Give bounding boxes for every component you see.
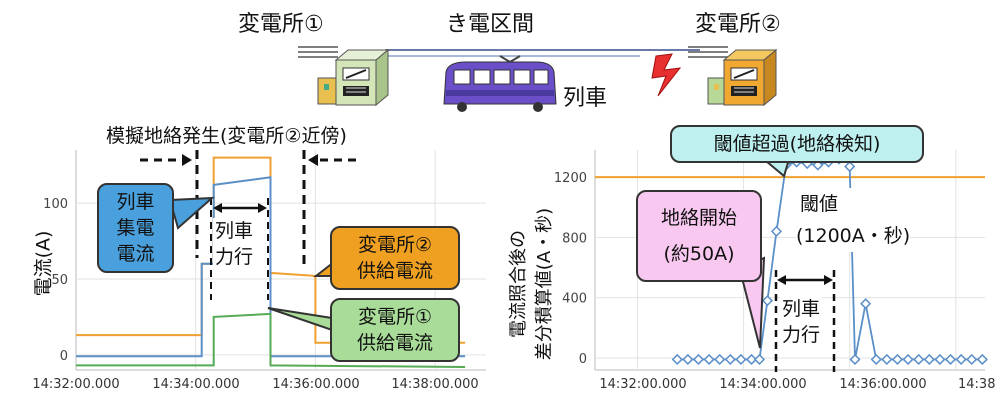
right-data-point bbox=[976, 353, 988, 366]
fault-start-callout: 地絡開始 (約50A) bbox=[636, 190, 762, 282]
left-running-label: 列車 力行 bbox=[213, 218, 256, 270]
left-y-tick: 0 bbox=[60, 349, 68, 364]
train-callout-line2: 集電 bbox=[116, 217, 155, 239]
train-current-callout: 列車 集電 電流 bbox=[97, 183, 174, 273]
right-data-point bbox=[770, 225, 783, 237]
right-y-tick: 800 bbox=[562, 231, 587, 246]
right-data-point bbox=[955, 353, 967, 366]
right-data-point bbox=[849, 353, 861, 366]
right-data-point bbox=[844, 161, 856, 173]
right-data-point bbox=[860, 298, 872, 310]
right-data-point bbox=[891, 353, 904, 366]
right-running-label-line2: 力行 bbox=[782, 324, 821, 346]
right-data-point bbox=[724, 353, 736, 366]
substation2-icon bbox=[707, 48, 778, 107]
right-data-point bbox=[692, 353, 705, 366]
feeding-section-label: き電区間 bbox=[446, 12, 535, 37]
left-y-tick: 100 bbox=[43, 197, 68, 212]
threshold-label-line1: 閾値 bbox=[800, 193, 839, 215]
train-callout-line1: 列車 bbox=[116, 191, 155, 213]
train-callout-tail bbox=[168, 196, 215, 230]
right-data-point bbox=[745, 353, 758, 366]
fault-start-line1: 地絡開始 bbox=[660, 207, 737, 229]
ground-fault-lightning-icon bbox=[651, 53, 682, 97]
ss2-current-callout: 変電所② 供給電流 bbox=[330, 226, 460, 290]
threshold-label-line2: (1200A・秒) bbox=[796, 225, 911, 247]
right-data-point bbox=[671, 353, 683, 366]
right-x-tick: 14:36:00.000 bbox=[839, 377, 927, 392]
left-x-tick: 14:34:00.000 bbox=[152, 377, 240, 392]
substation1-label: 変電所① bbox=[238, 12, 324, 37]
right-data-point bbox=[923, 353, 935, 366]
train-label: 列車 bbox=[563, 86, 608, 111]
right-x-tick: 14:34:00.000 bbox=[719, 377, 807, 392]
ss2-callout-line1: 変電所② bbox=[357, 234, 433, 256]
right-running-label: 列車 力行 bbox=[780, 296, 823, 348]
header-illustration bbox=[298, 46, 778, 112]
right-y-tick: 400 bbox=[562, 292, 587, 307]
right-data-point bbox=[944, 353, 957, 366]
train-icon bbox=[443, 55, 557, 112]
right-x-tick: 14:38 bbox=[958, 377, 996, 392]
train-callout-line3: 電流 bbox=[116, 243, 155, 265]
left-running-label-line2: 力行 bbox=[215, 246, 254, 268]
right-data-point bbox=[913, 353, 925, 366]
event-title: 模擬地絡発生(変電所②近傍) bbox=[106, 125, 347, 147]
right-running-label-line1: 列車 bbox=[782, 298, 821, 320]
threshold-label: 閾値 (1200A・秒) bbox=[796, 188, 911, 252]
ss2-callout-line2: 供給電流 bbox=[356, 260, 433, 282]
right-data-point bbox=[881, 353, 893, 366]
right-data-point bbox=[966, 353, 978, 366]
left-x-tick: 14:36:00.000 bbox=[272, 377, 360, 392]
right-data-point bbox=[703, 353, 715, 366]
right-data-point bbox=[714, 353, 726, 366]
substation1-icon bbox=[317, 48, 390, 107]
right-data-point bbox=[735, 353, 747, 366]
ss1-callout-line1: 変電所① bbox=[357, 306, 433, 328]
right-data-point bbox=[902, 353, 914, 366]
ss1-callout-line2: 供給電流 bbox=[356, 332, 433, 354]
right-x-tick: 14:32:00.000 bbox=[599, 377, 687, 392]
right-data-point bbox=[934, 353, 946, 366]
right-data-point bbox=[870, 353, 882, 366]
left-running-label-line1: 列車 bbox=[215, 220, 254, 242]
left-x-tick: 14:38:00.000 bbox=[391, 377, 479, 392]
right-data-point bbox=[761, 295, 774, 307]
left-y-tick: 50 bbox=[51, 273, 68, 288]
threshold-exceed-callout: 閾値超過(地絡検知) bbox=[670, 125, 924, 163]
substation2-label: 変電所② bbox=[695, 12, 781, 37]
ss1-current-callout: 変電所① 供給電流 bbox=[330, 298, 460, 362]
right-data-point bbox=[682, 353, 694, 366]
left-series-line bbox=[76, 312, 466, 368]
right-data-point bbox=[753, 353, 766, 366]
left-x-tick: 14:32:00.000 bbox=[32, 377, 120, 392]
right-y-tick: 0 bbox=[579, 352, 587, 367]
right-y-tick: 1200 bbox=[554, 171, 587, 186]
fault-start-line2: (約50A) bbox=[663, 243, 735, 265]
